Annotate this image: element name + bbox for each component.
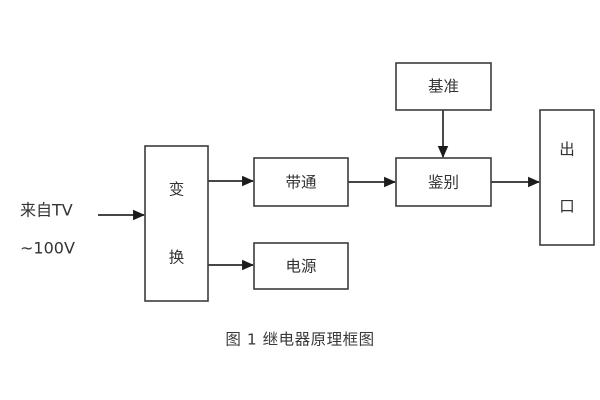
figure-caption: 图 1 继电器原理框图 — [225, 331, 374, 349]
block-discriminate-rect — [395, 157, 492, 207]
block-output-label-line-2: 口 — [559, 198, 575, 216]
block-discriminate[interactable]: 鉴别 — [395, 157, 492, 207]
block-convert[interactable]: 变 换 — [144, 145, 209, 302]
input-label-source: 来自TV — [20, 201, 73, 220]
block-bandpass[interactable]: 带通 — [253, 157, 349, 207]
block-power-rect — [253, 242, 349, 290]
block-discriminate-label: 鉴别 — [428, 174, 459, 192]
block-power-label: 电源 — [285, 258, 316, 276]
block-output-rect — [539, 109, 595, 246]
input-label-voltage: ~100V — [20, 239, 75, 258]
block-convert-rect — [144, 145, 209, 302]
block-output-label-line-1: 出 — [559, 141, 575, 159]
block-reference[interactable]: 基准 — [395, 62, 492, 111]
block-convert-label-line-2: 换 — [169, 249, 185, 267]
block-convert-label-line-1: 变 — [169, 181, 185, 199]
block-bandpass-rect — [253, 157, 349, 207]
block-power[interactable]: 电源 — [253, 242, 349, 290]
block-reference-rect — [395, 62, 492, 111]
block-bandpass-label: 带通 — [285, 174, 317, 192]
block-reference-label: 基准 — [428, 78, 459, 96]
block-output[interactable]: 出 口 — [539, 109, 595, 246]
